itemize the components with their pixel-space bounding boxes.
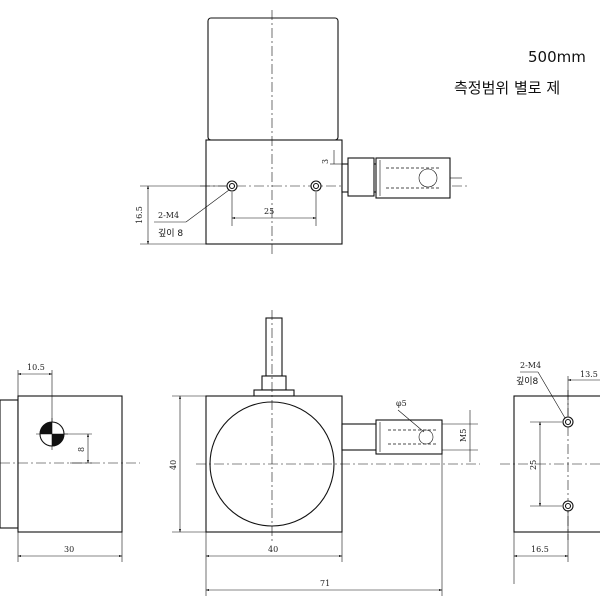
front-dim-width: 40 (268, 545, 278, 554)
right-dim-vertical: 25 (529, 460, 538, 470)
front-phi-leader (397, 409, 425, 433)
right-dim-bottom: 16.5 (531, 545, 549, 554)
left-dim-side: 8 (77, 447, 86, 452)
top-hole-left-inner (228, 182, 236, 190)
right-hole-label-1: 2-M4 (520, 361, 541, 370)
top-dim-spacing: 25 (264, 207, 274, 216)
top-connector-pin (418, 168, 438, 188)
right-hole-leader (537, 371, 566, 419)
front-cable-base (253, 389, 295, 397)
top-dim-small: 3 (321, 159, 330, 164)
front-connector (375, 419, 443, 455)
front-view: φ5 M5 40 40 71 (169, 310, 480, 596)
left-dim-top: 10.5 (27, 363, 45, 372)
top-hole-label-2: 깊이 8 (158, 227, 183, 239)
front-dim-thread: M5 (459, 429, 468, 442)
left-main-block (17, 395, 123, 533)
front-cable (265, 317, 283, 377)
front-connector-pin (418, 429, 434, 445)
top-hole-right-inner (312, 182, 320, 190)
front-dim-total: 71 (320, 579, 330, 588)
left-motor-edge (0, 399, 19, 529)
top-dim-height: 16.5 (135, 206, 144, 224)
left-dim-width: 30 (64, 545, 74, 554)
front-cable-gland (261, 375, 287, 391)
motor-housing (207, 17, 339, 141)
note-range-line1: 500mm (528, 48, 586, 66)
right-dim-top: 13.5 (580, 370, 598, 379)
top-hole-label-1: 2-M4 (158, 211, 179, 220)
top-connector (375, 157, 451, 199)
right-view: 25 13.5 2-M4 깊이8 16.5 (500, 361, 600, 584)
left-view: 10.5 8 30 (0, 363, 140, 562)
top-view: 25 16.5 3 2-M4 깊이 8 (135, 10, 470, 254)
notes: 500mm 측정범위 별로 제 (454, 48, 586, 97)
front-shaft (341, 423, 381, 451)
right-hole-label-2: 깊이8 (516, 375, 539, 387)
top-hole-leader (185, 189, 230, 223)
top-main-block (205, 139, 343, 245)
front-dim-phi: φ5 (396, 399, 407, 408)
front-dim-height: 40 (169, 460, 178, 470)
top-shaft-collar (347, 157, 375, 197)
note-range-line2: 측정범위 별로 제 (454, 79, 560, 97)
